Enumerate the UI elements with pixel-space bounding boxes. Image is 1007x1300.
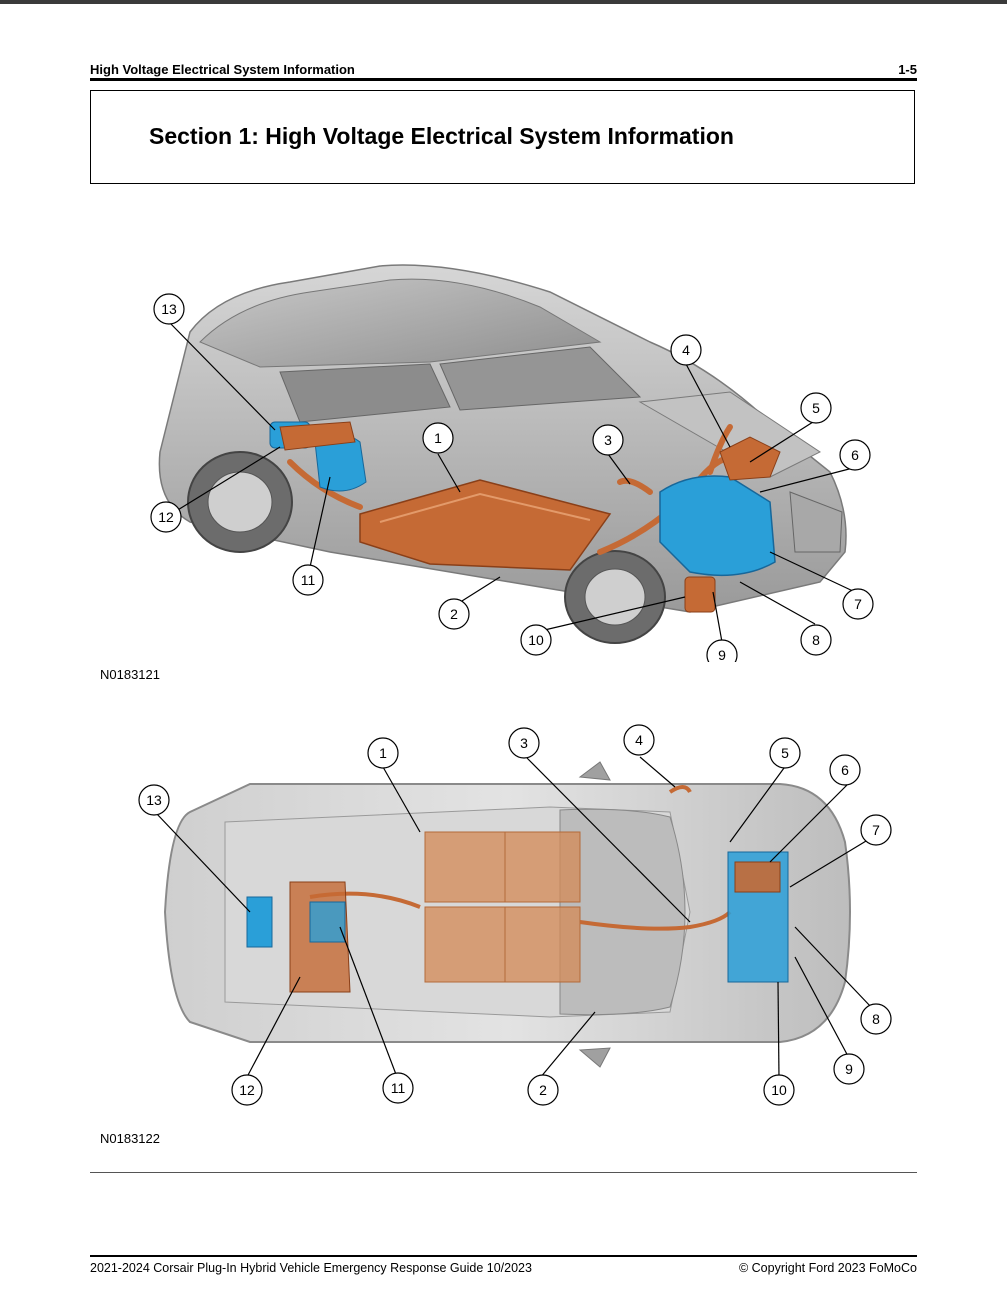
top-callout-11: 11	[391, 1080, 406, 1096]
top-callout-7: 7	[872, 822, 880, 838]
callout-markers-top	[138, 724, 892, 1106]
window-top-bar	[0, 0, 1007, 4]
figure-id-top-view: N0183122	[100, 1131, 160, 1146]
top-callout-4: 4	[635, 732, 643, 748]
rear-hv-components-top	[246, 881, 351, 993]
callout-6: 6	[851, 447, 859, 463]
section-heading: Section 1: High Voltage Electrical Syste…	[149, 123, 734, 149]
top-callout-10: 10	[771, 1082, 787, 1098]
running-header-title: High Voltage Electrical System Informati…	[90, 62, 355, 77]
isometric-vehicle-illustration: 1 2 3 4 5 6 7 8 9 10 11 12 13	[150, 264, 874, 671]
figure-isometric-vehicle: 1 2 3 4 5 6 7 8 9 10 11 12 13	[130, 252, 890, 671]
callout-2: 2	[450, 606, 458, 622]
content-end-rule	[90, 1172, 917, 1173]
top-callout-6: 6	[841, 762, 849, 778]
callout-labels-top: 1 2 3 4 5 6 7 8 9 10 11 12 13	[146, 732, 880, 1098]
callout-1: 1	[434, 430, 442, 446]
running-header: High Voltage Electrical System Informati…	[90, 62, 917, 78]
callout-labels: 1 2 3 4 5 6 7 8 9 10 11 12 13	[158, 301, 862, 663]
callout-3: 3	[604, 432, 612, 448]
top-callout-13: 13	[146, 792, 162, 808]
top-view-vehicle-illustration: 1 2 3 4 5 6 7 8 9 10 11 12 13	[138, 724, 892, 1106]
top-callout-5: 5	[781, 745, 789, 761]
callout-leader-lines-top	[155, 756, 877, 1079]
top-callout-2: 2	[539, 1082, 547, 1098]
callout-10: 10	[528, 632, 544, 648]
figure-top-view-vehicle: 1 2 3 4 5 6 7 8 9 10 11 12 13	[130, 722, 900, 1112]
top-callout-1: 1	[379, 745, 387, 761]
top-callout-9: 9	[845, 1061, 853, 1077]
callout-8: 8	[812, 632, 820, 648]
hv-battery-pack-top	[424, 831, 581, 983]
callout-4: 4	[682, 342, 690, 358]
header-rule	[90, 78, 917, 81]
top-callout-12: 12	[239, 1082, 255, 1098]
front-hv-components-top	[727, 851, 789, 983]
callout-13: 13	[161, 301, 177, 317]
callout-12: 12	[158, 509, 174, 525]
section-title-box: Section 1: High Voltage Electrical Syste…	[90, 90, 915, 184]
callout-leader-lines	[167, 321, 856, 643]
callout-markers	[150, 293, 874, 671]
top-callout-8: 8	[872, 1011, 880, 1027]
callout-5: 5	[812, 400, 820, 416]
footer-copyright: © Copyright Ford 2023 FoMoCo	[738, 1261, 917, 1275]
figure-id-isometric: N0183121	[100, 667, 160, 682]
page-number: 1-5	[898, 62, 917, 77]
hv-battery-pack	[359, 479, 612, 571]
callout-7: 7	[854, 596, 862, 612]
footer-rule	[90, 1255, 917, 1257]
footer-guide-title: 2021-2024 Corsair Plug-In Hybrid Vehicle…	[90, 1261, 532, 1275]
callout-11: 11	[301, 572, 316, 588]
front-hv-components	[659, 436, 781, 613]
rear-hv-components	[269, 421, 367, 492]
top-callout-3: 3	[520, 735, 528, 751]
callout-9: 9	[718, 647, 726, 662]
